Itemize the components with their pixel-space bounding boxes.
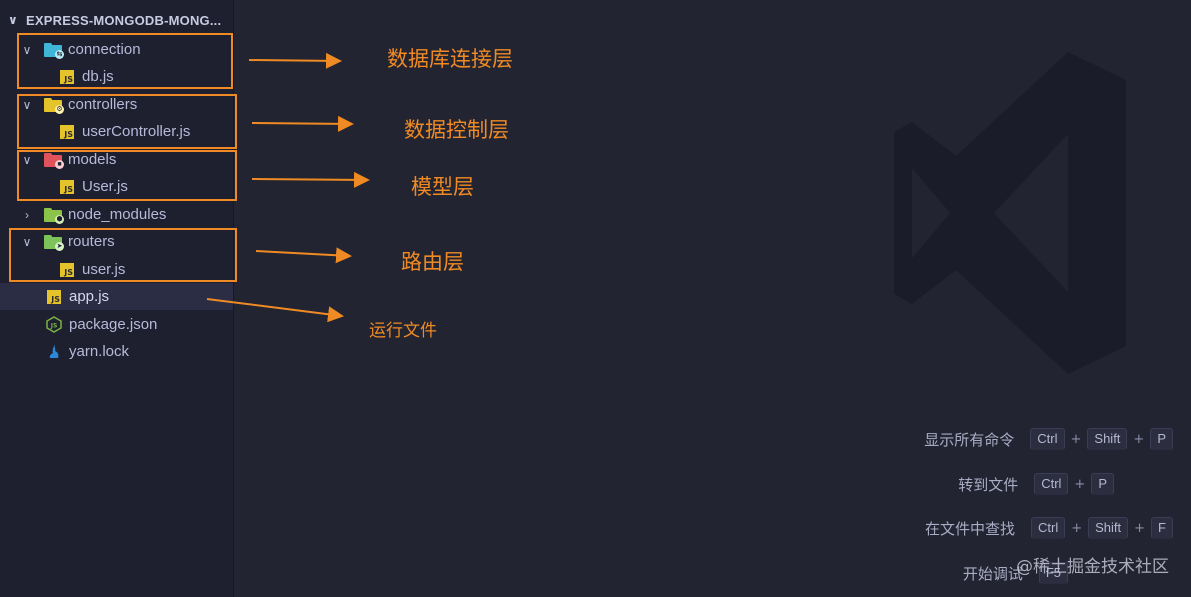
vscode-logo-icon [894, 52, 1126, 374]
arrow-controllers [251, 115, 354, 132]
annotation-routers: 路由层 [401, 250, 464, 274]
key-cap: F5 [1038, 562, 1068, 584]
nodejs-icon: JS [44, 316, 64, 334]
tree-item-user-js[interactable]: JS User.js [0, 173, 233, 200]
explorer-section-header[interactable]: ∨ EXPRESS-MONGODB-MONG... [0, 8, 233, 32]
tree-item-routers-folder[interactable]: ∨ ➤ routers [0, 228, 233, 255]
node-modules-folder-icon: ⬢ [43, 206, 64, 224]
highlight-box-controllers [17, 94, 237, 149]
tree-item-models-folder[interactable]: ∨ ■ models [0, 146, 233, 173]
shortcut-command-label: 显示所有命令 [924, 430, 1015, 449]
key-cap: P [1150, 428, 1173, 450]
tree-item-label: db.js [82, 68, 114, 85]
tree-item-yarn-lock[interactable]: yarn.lock [0, 338, 233, 365]
yarn-icon [44, 343, 64, 361]
chevron-right-icon: › [25, 207, 29, 222]
shortcut-command-label: 转到文件 [958, 475, 1019, 494]
annotation-controllers: 数据控制层 [404, 118, 509, 142]
javascript-file-icon: JS [57, 123, 77, 141]
tree-item-label: models [68, 151, 117, 168]
arrow-connection [248, 52, 342, 69]
watermark-text: @稀土掘金技术社区 [1016, 557, 1169, 577]
tree-item-controllers-folder[interactable]: ∨ ⚙ controllers [0, 91, 233, 118]
chevron-down-icon: ∨ [22, 97, 32, 112]
key-cap: Shift [1088, 517, 1129, 539]
key-cap: Shift [1087, 428, 1128, 450]
shortcut-command-label: 开始调试 [962, 564, 1023, 583]
explorer-sidebar: ∨ EXPRESS-MONGODB-MONG... ∨ ⇆ connection… [0, 0, 234, 597]
tree-item-label: userController.js [82, 123, 191, 140]
javascript-file-icon: JS [44, 288, 64, 306]
key-cap: Ctrl [1034, 473, 1069, 495]
chevron-down-icon: ∨ [22, 42, 32, 57]
tree-item-routers-user-js[interactable]: JS user.js [0, 256, 233, 283]
annotation-connection: 数据库连接层 [387, 47, 513, 71]
controllers-folder-icon: ⚙ [43, 96, 64, 114]
javascript-file-icon: JS [57, 261, 77, 279]
shortcut-go-to-file[interactable]: 转到文件 Ctrl + P [958, 473, 1114, 495]
chevron-down-icon: ∨ [8, 13, 18, 27]
arrow-app [206, 298, 344, 323]
chevron-down-icon: ∨ [22, 152, 32, 167]
chevron-down-icon: ∨ [22, 234, 32, 249]
tree-item-label: node_modules [68, 206, 167, 223]
tree-item-connection-folder[interactable]: ∨ ⇆ connection [0, 36, 233, 63]
key-cap: P [1091, 473, 1114, 495]
shortcut-start-debugging[interactable]: 开始调试 F5 [963, 562, 1068, 584]
svg-text:JS: JS [50, 323, 58, 330]
tree-item-app-js[interactable]: JS app.js [0, 283, 233, 310]
key-cap: F [1151, 517, 1173, 539]
tree-item-label: connection [68, 41, 141, 58]
shortcut-show-all-commands[interactable]: 显示所有命令 Ctrl + Shift + P [924, 428, 1173, 450]
connection-folder-icon: ⇆ [43, 41, 64, 59]
key-cap: Ctrl [1030, 428, 1065, 450]
highlight-box-models [17, 150, 237, 201]
project-name: EXPRESS-MONGODB-MONG... [26, 12, 222, 28]
tree-item-node-modules-folder[interactable]: › ⬢ node_modules [0, 201, 233, 228]
tree-item-label: routers [68, 233, 115, 250]
annotation-models: 模型层 [411, 175, 474, 199]
shortcut-command-label: 在文件中查找 [924, 519, 1015, 538]
arrow-models [251, 171, 370, 188]
highlight-box-routers [9, 228, 237, 282]
javascript-file-icon: JS [57, 68, 77, 86]
javascript-file-icon: JS [57, 178, 77, 196]
annotation-app: 运行文件 [369, 321, 437, 341]
tree-item-label: User.js [82, 178, 128, 195]
tree-item-db-js[interactable]: JS db.js [0, 63, 233, 90]
models-folder-icon: ■ [43, 151, 64, 169]
tree-item-label: user.js [82, 261, 126, 278]
arrow-routers [255, 247, 352, 264]
routers-folder-icon: ➤ [43, 233, 64, 251]
key-cap: Ctrl [1031, 517, 1066, 539]
tree-item-usercontroller-js[interactable]: JS userController.js [0, 118, 233, 145]
tree-item-label: yarn.lock [69, 343, 130, 360]
tree-item-label: controllers [68, 96, 138, 113]
tree-item-package-json[interactable]: JS package.json [0, 311, 233, 338]
highlight-box-connection [17, 33, 233, 89]
tree-item-label: app.js [69, 288, 110, 305]
shortcut-find-in-files[interactable]: 在文件中查找 Ctrl + Shift + F [925, 517, 1173, 539]
tree-item-label: package.json [69, 316, 158, 333]
